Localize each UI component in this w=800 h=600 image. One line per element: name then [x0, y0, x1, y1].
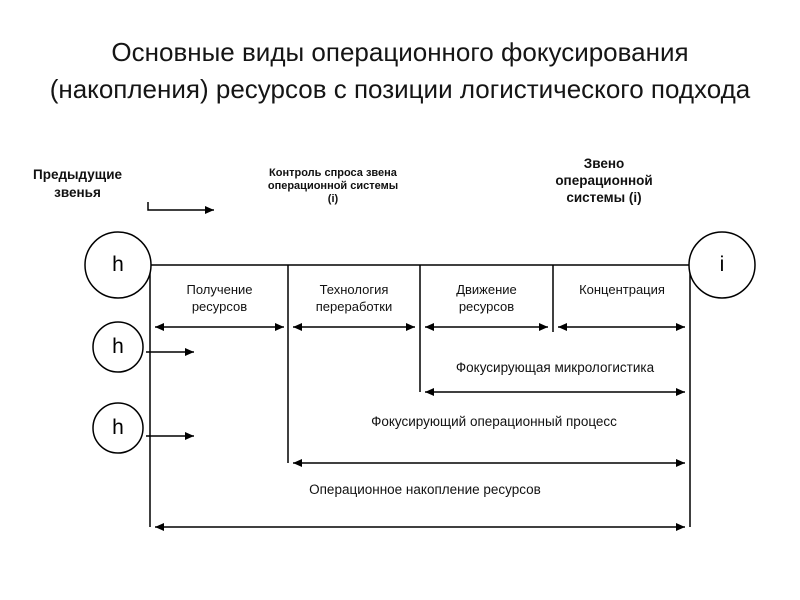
node-prev2-label: h	[112, 335, 124, 358]
node-prev3-label: h	[112, 416, 124, 439]
node-prev3-circle	[92, 402, 144, 454]
node-current-label: i	[719, 253, 725, 276]
segment-label-movement: Движение ресурсов	[456, 282, 517, 314]
node-prev1-circle	[84, 231, 152, 299]
segment-label-receiving: Получение ресурсов	[186, 282, 253, 314]
slide-title: Основные виды операционного фокусировани…	[49, 37, 751, 104]
node-prev1-label: h	[112, 253, 124, 276]
span-label-micrologistics: Фокусирующая микрологистика	[455, 360, 655, 375]
segment-label-technology: Технология переработки	[315, 282, 393, 314]
arrow-previous-links-in	[147, 202, 214, 214]
label-system-link: Звено операционной системы (i)	[555, 156, 653, 205]
label-previous-links: Предыдущие звенья	[33, 167, 122, 200]
node-current-circle	[688, 231, 756, 299]
label-demand-control: Контроль спроса звена операционной систе…	[267, 167, 399, 205]
node-prev2-circle	[92, 321, 144, 373]
span-label-operational-process: Фокусирующий операционный процесс	[371, 414, 617, 429]
segment-label-concentration: Концентрация	[579, 282, 665, 297]
span-label-accumulation: Операционное накопление ресурсов	[309, 482, 541, 497]
